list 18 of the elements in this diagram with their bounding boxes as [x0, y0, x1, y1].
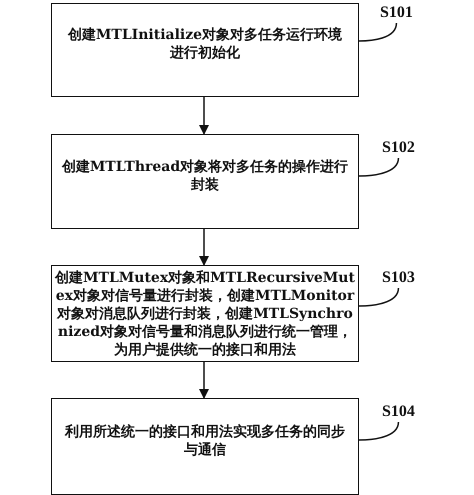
step-label: S101 [380, 5, 413, 21]
leader-line [358, 158, 400, 177]
leader-line [358, 422, 400, 441]
step-label: S102 [382, 140, 415, 156]
step-text: 创建MTLThread对象将对多任务的操作进行封装 [60, 158, 350, 194]
arrow [199, 97, 209, 135]
leader-line [358, 288, 400, 307]
step-text: 创建MTLInitialize对象对多任务运行环境进行初始化 [66, 26, 344, 62]
leader-line [358, 22, 398, 42]
process-box [51, 398, 359, 495]
step-text: 利用所述统一的接口和用法实现多任务的同步与通信 [64, 422, 346, 458]
arrow [199, 229, 209, 266]
process-box [51, 134, 359, 229]
step-text: 创建MTLMutex对象和MTLRecursiveMutex对象对信号量进行封装，创建MTLMonitor对象对消息队列进行封装，创建MTLSynchronized对象对信号量和消息队列进行统一管理，为用户提供统一的接口和用法 [55, 268, 355, 358]
process-box [51, 3, 359, 97]
step-label: S104 [382, 404, 415, 420]
step-label: S103 [382, 270, 415, 286]
arrow [199, 362, 209, 399]
